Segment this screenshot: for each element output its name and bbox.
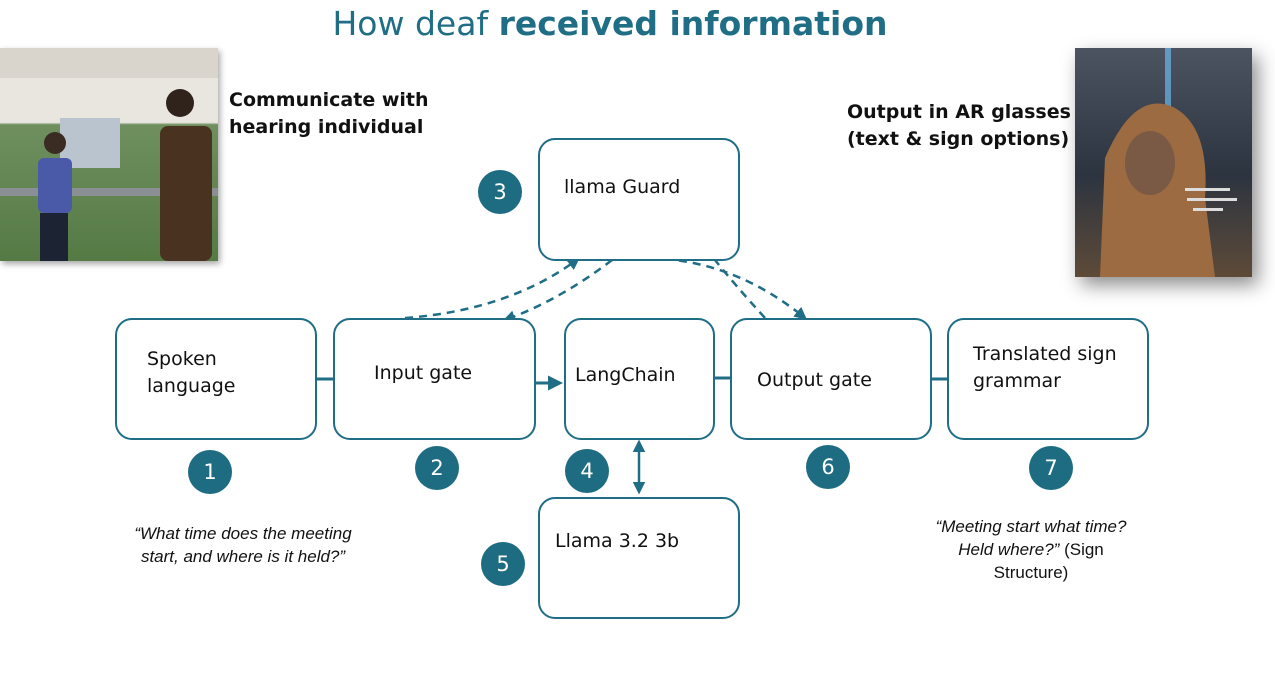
input-gate-node <box>333 318 536 440</box>
step-badge-2: 2 <box>415 446 459 490</box>
step-badge-7: 7 <box>1029 446 1073 490</box>
llama-model-node <box>538 497 740 619</box>
step-badge-3: 3 <box>478 170 522 214</box>
ar-glasses-photo <box>1075 48 1252 277</box>
llama-guard-node <box>538 138 740 261</box>
llama-guard-label: llama Guard <box>564 176 681 198</box>
page-title: How deaf received information <box>332 4 888 43</box>
output-gate-label: Output gate <box>757 369 872 391</box>
spoken-example-quote: “What time does the meeting start, and w… <box>134 524 352 566</box>
sign-example-quote: “Meeting start what time? Held where?” (… <box>935 517 1127 582</box>
translated-grammar-node <box>947 318 1149 440</box>
input-gate-label: Input gate <box>374 362 473 384</box>
output-to-guard-dashed <box>714 259 766 319</box>
conversation-photo <box>0 48 218 261</box>
step-badge-6: 6 <box>806 445 850 489</box>
step-badge-4: 4 <box>565 449 609 493</box>
step-badge-5: 5 <box>481 542 525 586</box>
output-gate-node <box>730 318 932 440</box>
guard-to-output-dashed <box>664 257 807 320</box>
right-photo-caption: Output in AR glasses(text & sign options… <box>847 101 1071 150</box>
langchain-label: LangChain <box>575 364 676 386</box>
langchain-node <box>564 318 715 440</box>
llama-model-label: Llama 3.2 3b <box>555 530 680 552</box>
step-badge-1: 1 <box>188 450 232 494</box>
spoken-language-node <box>115 318 317 440</box>
input-to-guard-dashed <box>404 257 581 320</box>
guard-to-input-dashed <box>502 259 613 323</box>
